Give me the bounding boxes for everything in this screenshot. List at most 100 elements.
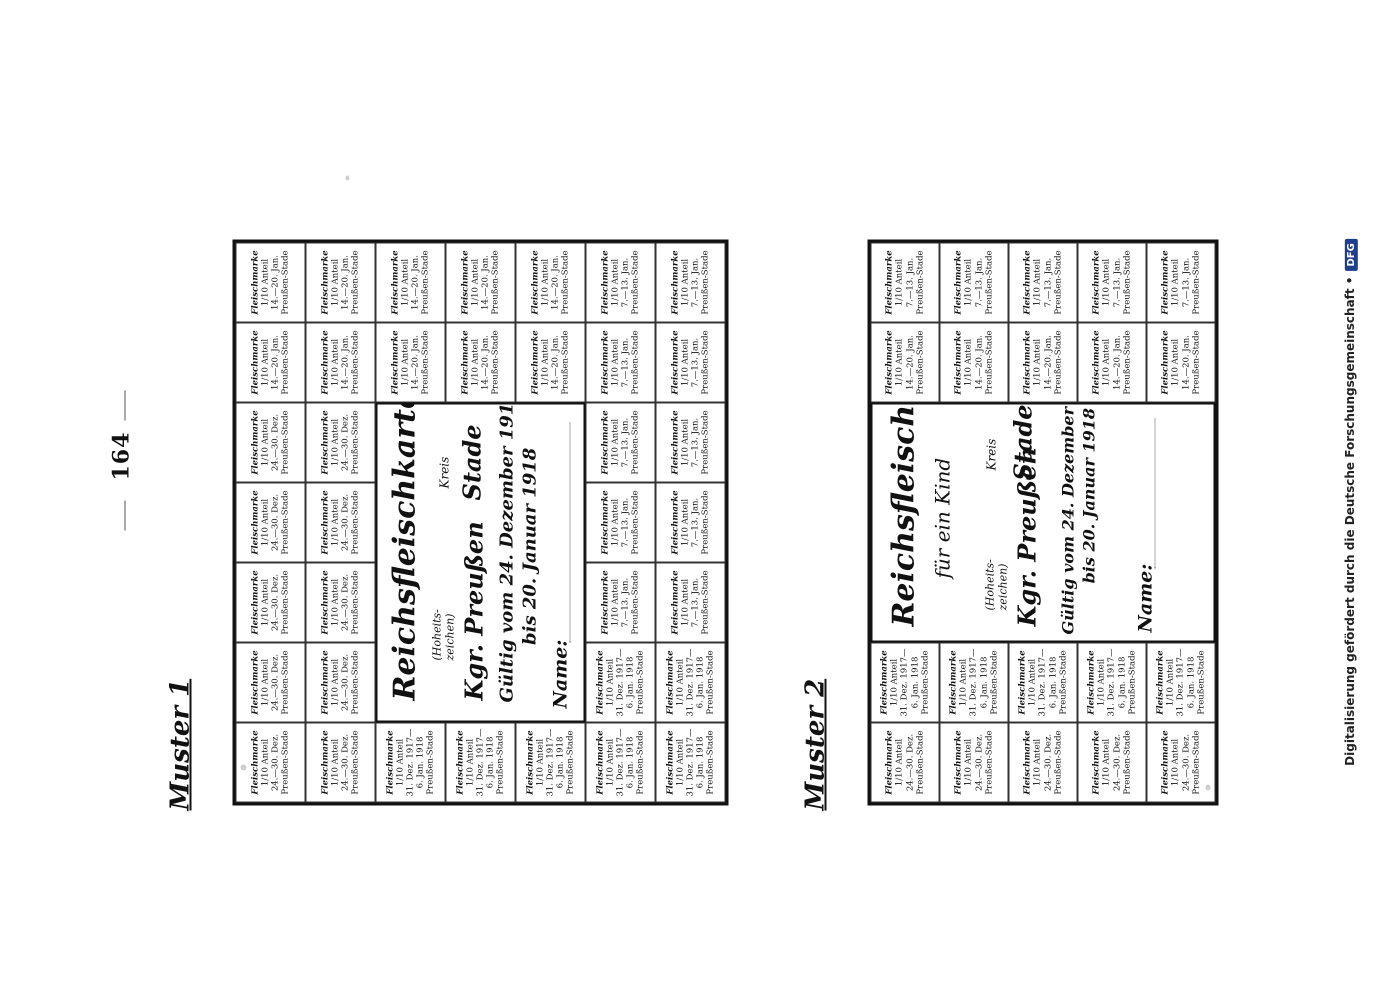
coupon-line: 31. Dez. 1917— xyxy=(1037,647,1048,717)
coupon-line: 24.—30. Dez. xyxy=(340,493,351,551)
coupon-line: Preußen-Stade xyxy=(565,729,576,795)
coupon-line: 24.—30. Dez. xyxy=(270,493,281,551)
coupon-line: 14.—20. Jan. xyxy=(550,334,561,390)
coupon-line: 7.—13. Jan. xyxy=(1043,257,1053,307)
coupon-line: 1/10 Anteil xyxy=(963,338,974,386)
coupon-title: Fleischmarke xyxy=(1160,729,1171,795)
coupon-line: Preußen-Stade xyxy=(280,729,291,795)
coupon-line: 6. Jan. 1918 xyxy=(415,736,426,788)
coupon-line: 1/10 Anteil xyxy=(1096,658,1107,706)
coupon-title: Fleischmarke xyxy=(665,729,676,795)
coupon-title: Fleischmarke xyxy=(250,409,261,475)
coupon-line: 14.—20. Jan. xyxy=(270,334,281,390)
coupon-line: Preußen-Stade xyxy=(350,649,361,715)
coupon-title: Fleischmarke xyxy=(390,329,401,395)
coupon-line: 7.—13. Jan. xyxy=(690,577,701,627)
coupon-line: 31. Dez. 1917— xyxy=(968,647,979,717)
coupon-line: 1/10 Anteil xyxy=(470,338,481,386)
coupon-title: Fleischmarke xyxy=(670,489,681,555)
coupon-line: 1/10 Anteil xyxy=(680,258,691,306)
coupon-line: 1/10 Anteil xyxy=(610,578,621,626)
coupon-line: Preußen-Stade xyxy=(1053,329,1064,395)
coupon-line: Preußen-Stade xyxy=(280,569,291,635)
coupon-line: 1/10 Anteil xyxy=(958,658,969,706)
scan-speck xyxy=(345,175,350,180)
coupon-title: Fleischmarke xyxy=(250,569,261,635)
coupon-line: Preußen-Stade xyxy=(920,649,931,715)
coupon-line: 1/10 Anteil xyxy=(260,578,271,626)
coupon-title: Fleischmarke xyxy=(884,329,895,395)
coupon-line: 14.—20. Jan. xyxy=(340,334,351,390)
hoheits-zeichen: (Hoheits- zeichen) xyxy=(430,608,457,660)
coupon-title: Fleischmarke xyxy=(320,649,331,715)
coupon-line: Preußen-Stade xyxy=(280,409,291,475)
coupon-line: 6. Jan. 1918 xyxy=(625,656,636,708)
coupon-title: Fleischmarke xyxy=(250,249,261,315)
coupon-title: Fleischmarke xyxy=(320,569,331,635)
coupon-title: Fleischmarke xyxy=(530,249,541,315)
dash-left xyxy=(124,500,126,530)
coupon-line: 1/10 Anteil xyxy=(1101,738,1112,786)
coupon-line: 1/10 Anteil xyxy=(260,738,271,786)
coupon-line: Preußen-Stade xyxy=(280,249,291,315)
coupon-title: Fleischmarke xyxy=(525,729,536,795)
coupon-line: 1/10 Anteil xyxy=(330,578,341,626)
coupon-line: Preußen-Stade xyxy=(560,329,571,395)
coupon-line: 7.—13. Jan. xyxy=(620,417,631,467)
name-label: Name: xyxy=(549,639,572,708)
coupon-line: 14.—20. Jan. xyxy=(480,334,491,390)
coupon-line: 31. Dez. 1917— xyxy=(685,727,696,797)
coupon-line: Preußen-Stade xyxy=(350,249,361,315)
coupon-title: Fleischmarke xyxy=(1160,329,1171,395)
coupon-line: 1/10 Anteil xyxy=(680,578,691,626)
coupon-line: Preußen-Stade xyxy=(630,249,641,315)
coupon-line: 1/10 Anteil xyxy=(675,658,686,706)
coupon-line: 7.—13. Jan. xyxy=(620,497,631,547)
coupon-line: Preußen-Stade xyxy=(700,249,711,315)
coupon-line: Preußen-Stade xyxy=(989,649,1000,715)
coupon-line: 1/10 Anteil xyxy=(260,498,271,546)
coupon-line: Preußen-Stade xyxy=(495,729,506,795)
coupon-title: Fleischmarke xyxy=(1086,649,1097,715)
coupon-title: Fleischmarke xyxy=(530,329,541,395)
coupon-line: 1/10 Anteil xyxy=(894,258,905,306)
coupon-line: 14.—20. Jan. xyxy=(270,254,281,310)
card-title: Reichsfleischkarte xyxy=(387,402,423,700)
coupon-line: 24.—30. Dez. xyxy=(974,733,984,791)
coupon-line: Preußen-Stade xyxy=(1196,649,1207,715)
coupon-title: Fleischmarke xyxy=(953,729,964,795)
coupon-line: 24.—30. Dez. xyxy=(270,653,281,711)
coupon-line: 7.—13. Jan. xyxy=(690,337,701,387)
coupon-line: 14.—20. Jan. xyxy=(1181,334,1191,390)
coupon-line: Preußen-Stade xyxy=(630,329,641,395)
coupon-line: 1/10 Anteil xyxy=(1027,658,1038,706)
coupon-line: 1/10 Anteil xyxy=(680,338,691,386)
coupon-line: Preußen-Stade xyxy=(630,409,641,475)
coupon-line: Preußen-Stade xyxy=(630,569,641,635)
name-line xyxy=(1154,418,1156,568)
coupon-line: Preußen-Stade xyxy=(1058,649,1069,715)
coupon-title: Fleischmarke xyxy=(884,249,895,315)
